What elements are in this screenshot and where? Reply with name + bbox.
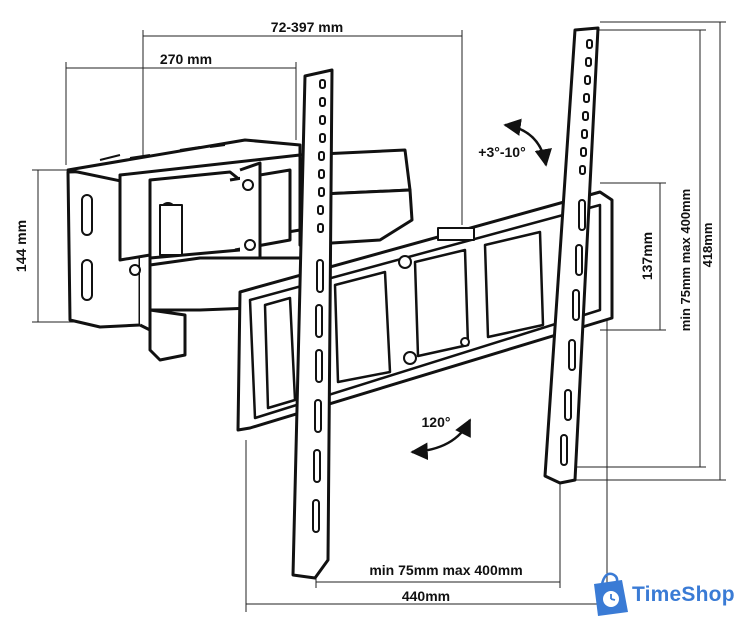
frame-height-label: 137mm xyxy=(639,232,655,280)
vesa-bracket-right xyxy=(543,26,600,485)
swivel-label: 120° xyxy=(422,414,451,430)
swivel-arrow-icon xyxy=(410,418,472,461)
timeshop-logo-text: TimeShop xyxy=(632,583,735,606)
arm-extension-label: 72-397 mm xyxy=(271,19,343,35)
total-width-label: 440mm xyxy=(402,588,450,604)
wall-plate-height-label: 144 mm xyxy=(13,220,29,272)
vesa-bracket-left xyxy=(291,68,334,580)
dimension-lines xyxy=(32,21,726,612)
arm-depth-label: 270 mm xyxy=(160,51,212,67)
tilt-arrow-icon xyxy=(503,118,552,167)
vesa-horizontal-label: min 75mm max 400mm xyxy=(369,562,522,578)
timeshop-logo-icon xyxy=(594,572,628,616)
vesa-vertical-label: min 75mm max 400mm xyxy=(678,189,693,331)
tv-frame xyxy=(236,190,614,432)
tilt-label: +3°-10° xyxy=(478,144,525,160)
total-height-label: 418mm xyxy=(700,223,715,268)
